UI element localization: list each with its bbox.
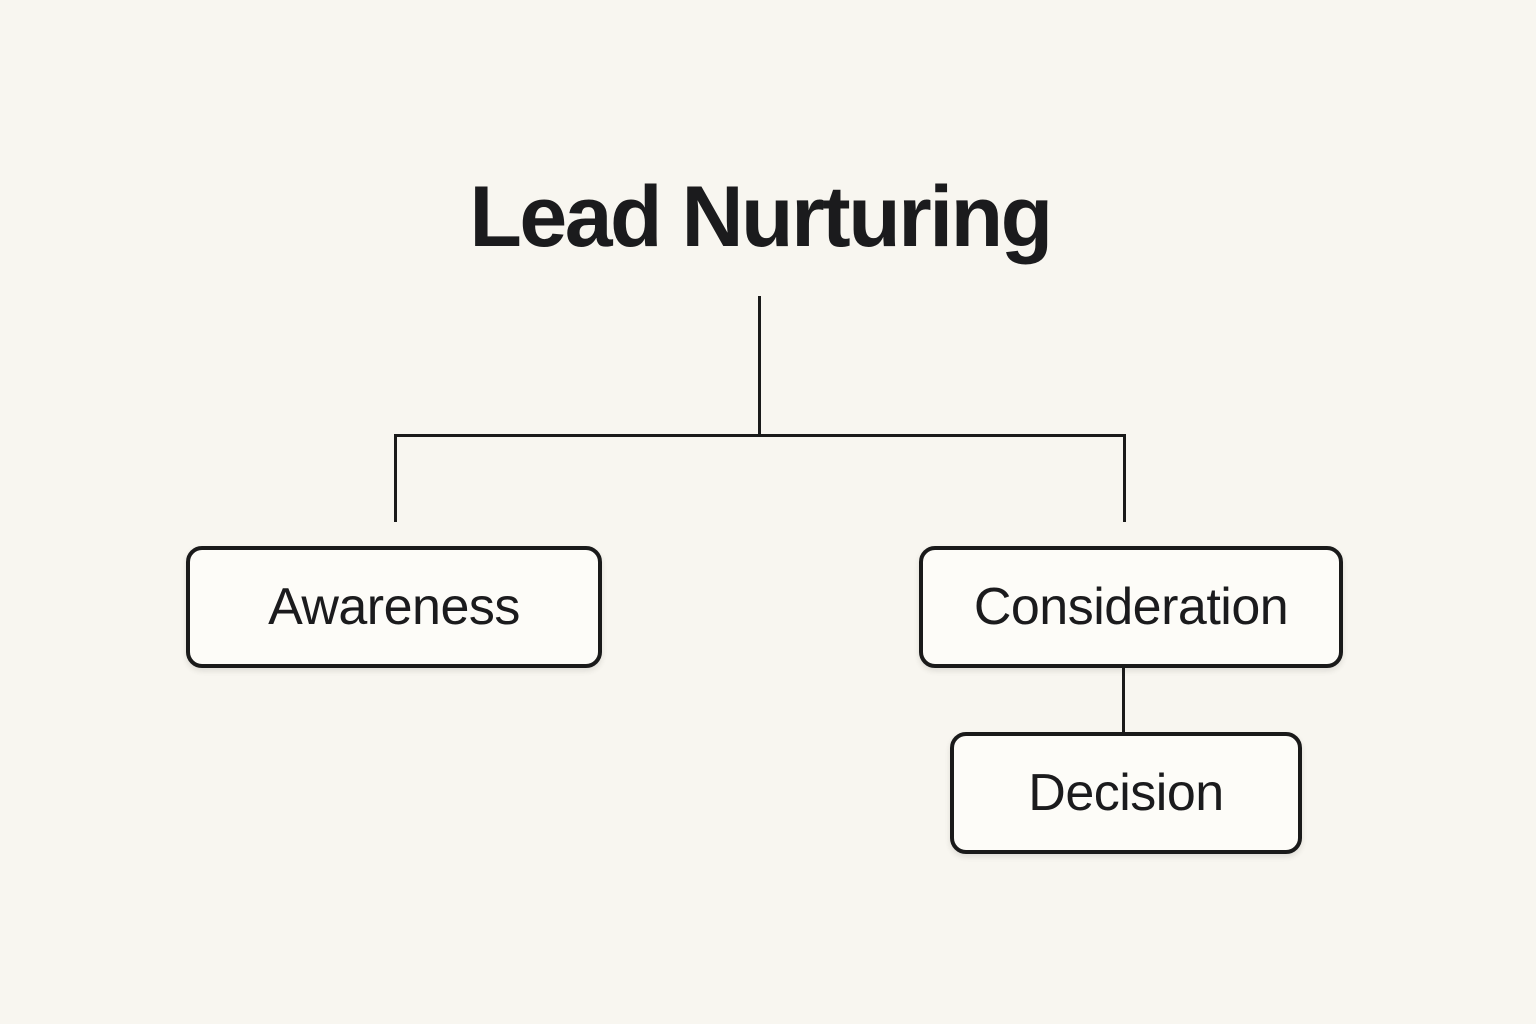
edge-title-trunk-line [758,296,761,436]
edge-consideration-decision-line [1122,666,1125,734]
edge-drop-awareness-line [394,434,397,522]
edge-drop-consideration-line [1123,434,1126,522]
diagram-title: Lead Nurturing [469,169,1053,265]
node-decision: Decision [950,732,1302,854]
node-awareness-label: Awareness [268,578,520,636]
node-consideration-label: Consideration [973,578,1289,636]
node-awareness: Awareness [186,546,602,668]
node-decision-label: Decision [1028,764,1224,822]
edge-horizontal-bar-line [394,434,1126,437]
node-consideration: Consideration [919,546,1343,668]
